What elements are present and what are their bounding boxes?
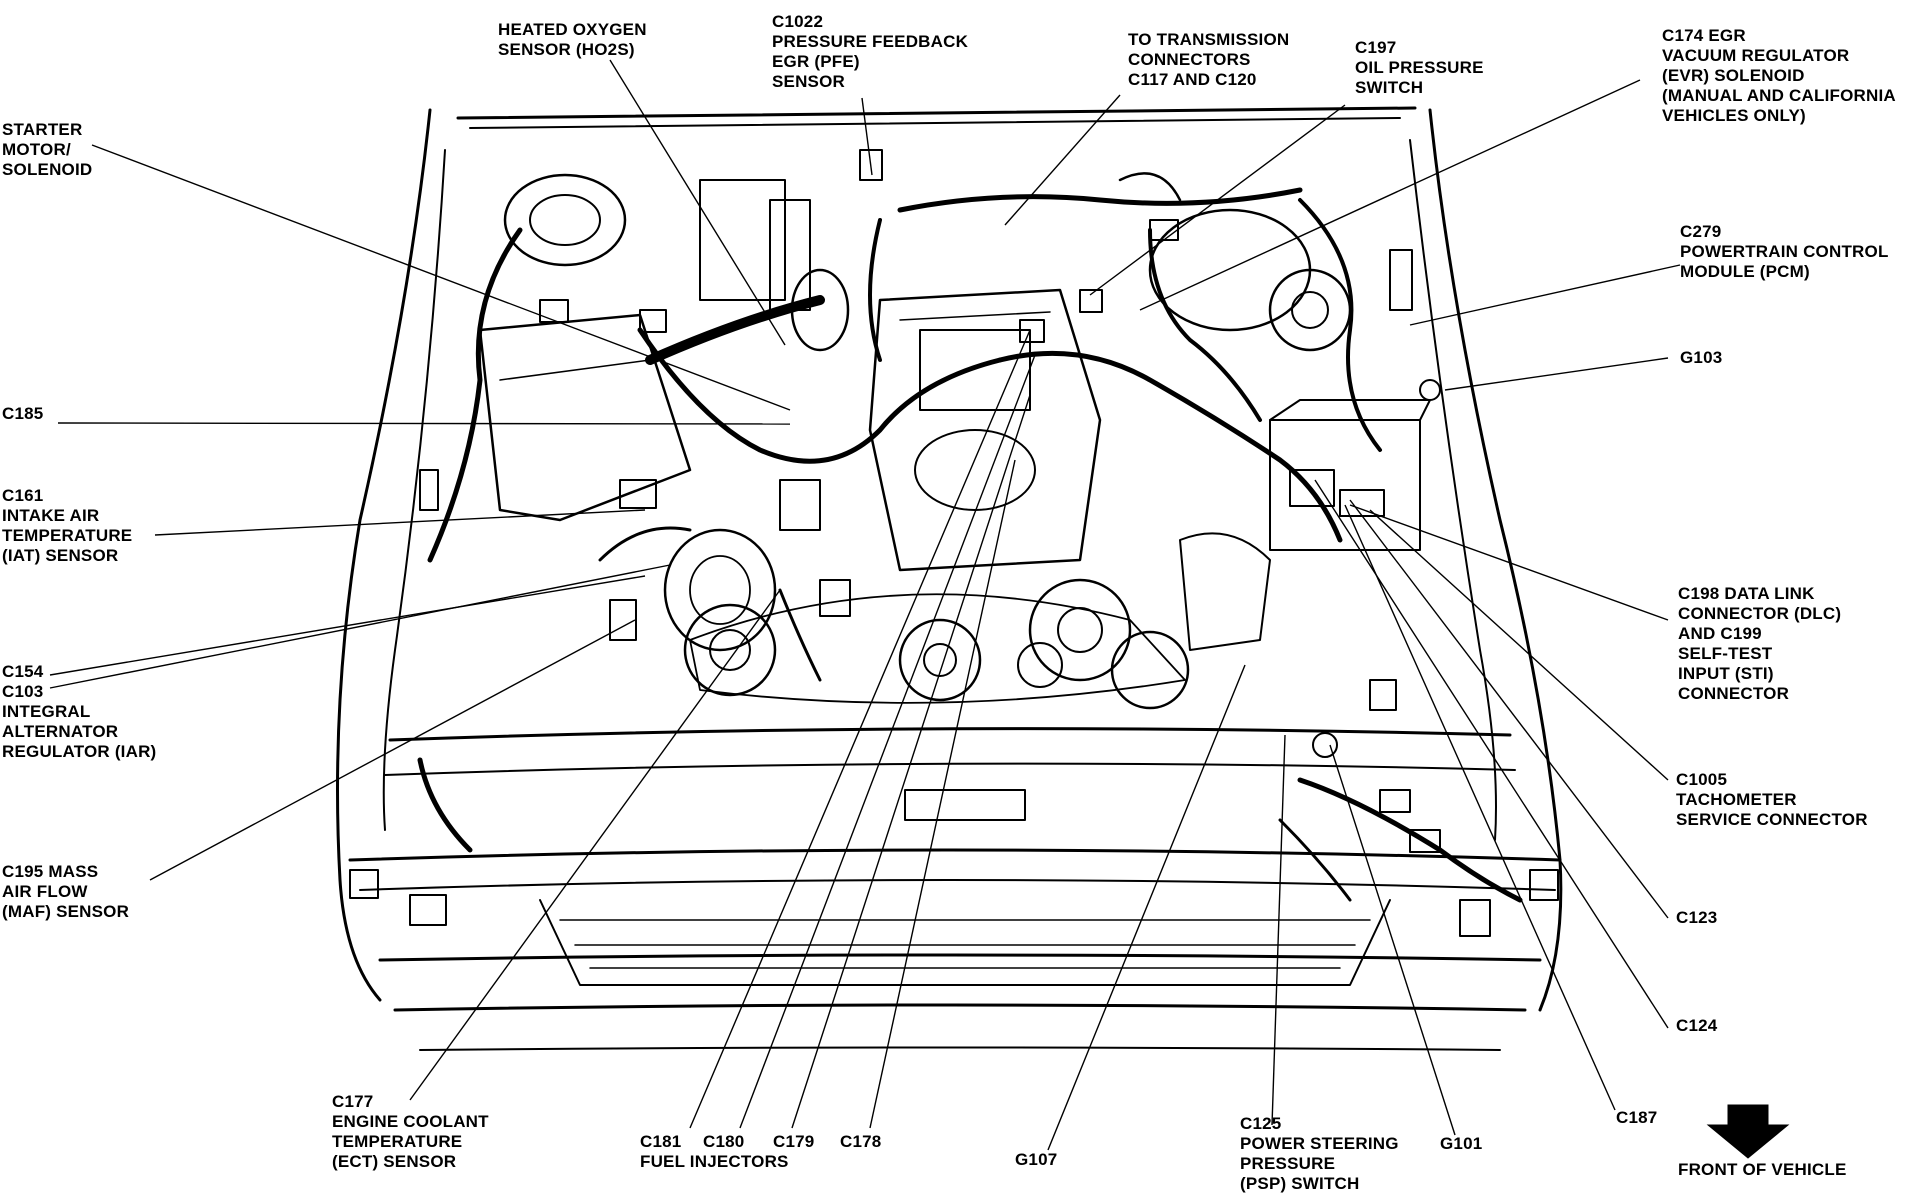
front-of-vehicle-arrow-icon bbox=[1706, 1104, 1790, 1159]
label-c181: C181 bbox=[640, 1132, 682, 1151]
label-c124: C124 bbox=[1676, 1016, 1718, 1035]
label-c179: C179 bbox=[773, 1132, 815, 1151]
label-c185: C185 bbox=[2, 404, 44, 423]
engine-illustration bbox=[336, 106, 1563, 1051]
label-c154: C154 bbox=[2, 662, 44, 681]
callout-leader-lines bbox=[49, 59, 1681, 1151]
label-fuel-injectors: FUEL INJECTORS bbox=[640, 1152, 789, 1171]
label-c123: C123 bbox=[1676, 908, 1718, 927]
label-c178: C178 bbox=[840, 1132, 882, 1151]
label-c187: C187 bbox=[1616, 1108, 1658, 1127]
label-front-of-vehicle: FRONT OF VEHICLE bbox=[1678, 1160, 1847, 1179]
label-c180: C180 bbox=[703, 1132, 745, 1151]
label-g107: G107 bbox=[1015, 1150, 1058, 1169]
label-g101: G101 bbox=[1440, 1134, 1483, 1153]
label-g103: G103 bbox=[1680, 348, 1723, 367]
